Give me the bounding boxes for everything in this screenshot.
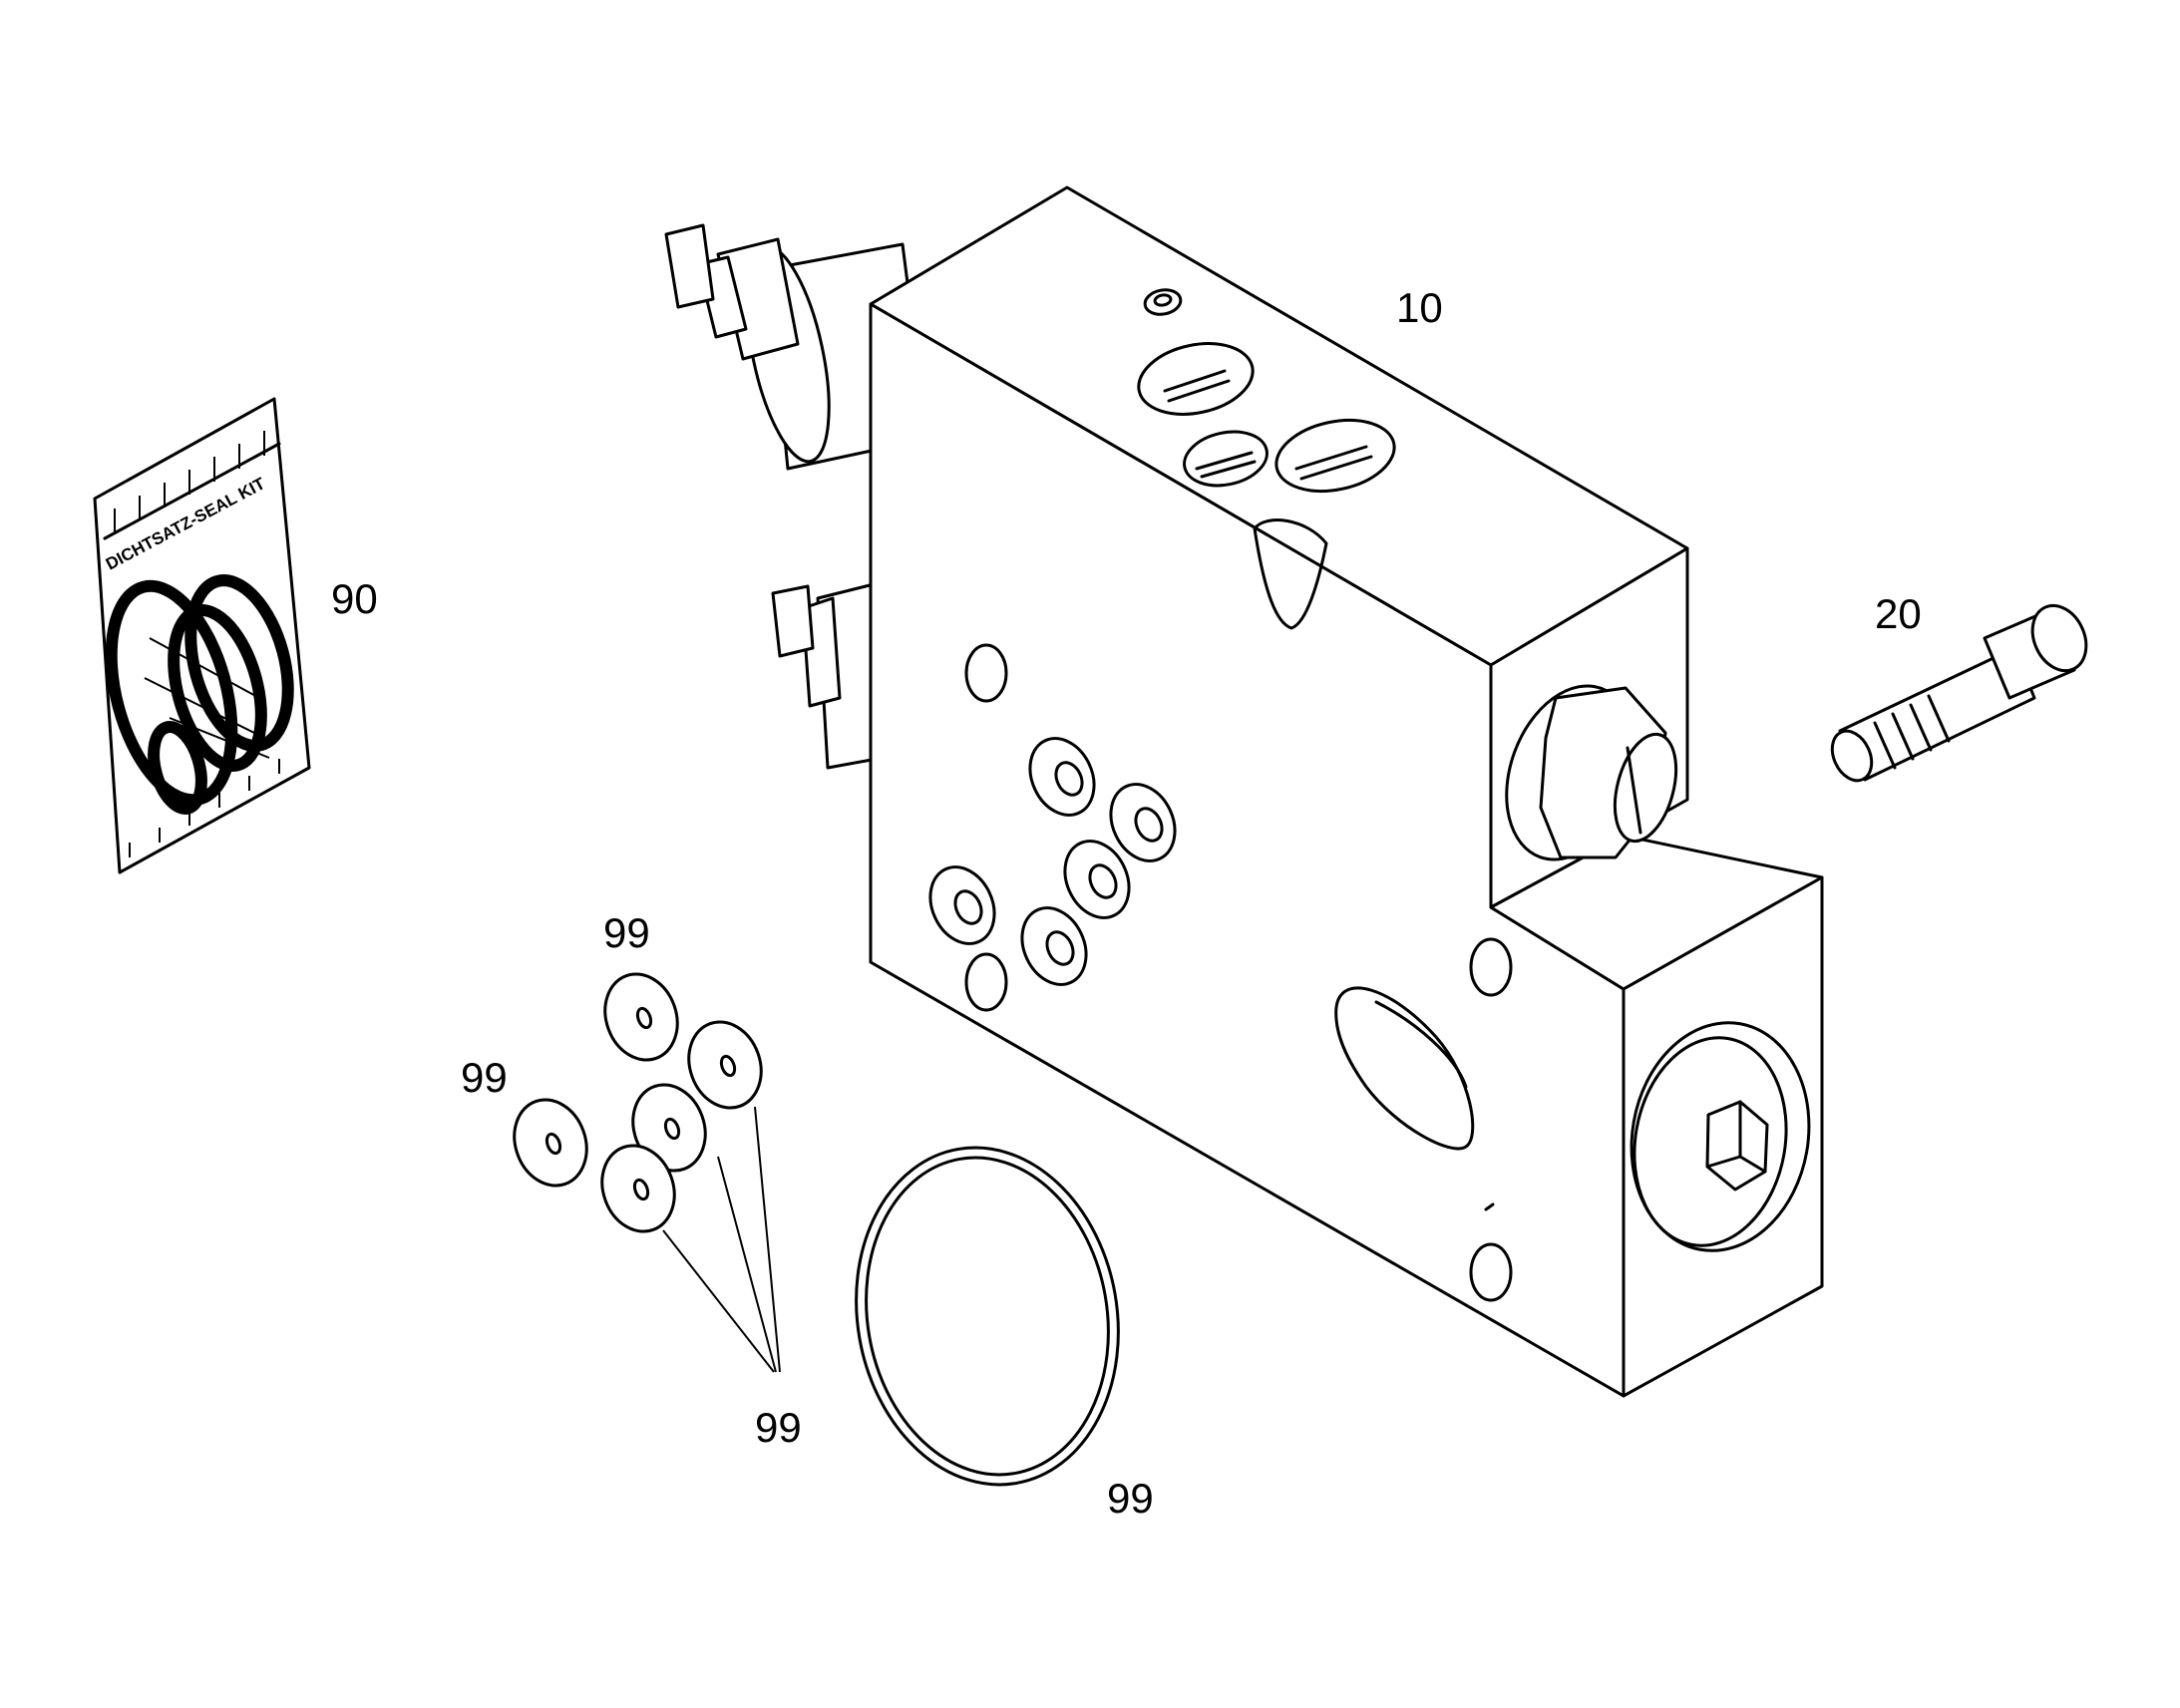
front-ports xyxy=(928,737,1177,986)
large-o-ring xyxy=(855,1146,1120,1487)
end-plug-socket xyxy=(1630,1021,1811,1252)
callout-20: 20 xyxy=(1875,590,1922,637)
seal-kit-bag: DICHTSATZ-SEAL KIT xyxy=(93,397,311,874)
leader-lines xyxy=(662,1106,781,1373)
lower-cartridge-valve xyxy=(771,581,885,770)
small-seal-washers xyxy=(513,972,763,1233)
callout-99-left: 99 xyxy=(461,1054,508,1101)
callout-10: 10 xyxy=(1396,284,1443,331)
side-plug-hex xyxy=(1505,684,1678,861)
valve-manifold-block xyxy=(664,185,1824,1398)
cap-screw xyxy=(1830,603,2088,783)
callout-99-o-ring: 99 xyxy=(1107,1475,1154,1522)
callout-90: 90 xyxy=(331,575,378,622)
callout-99-top: 99 xyxy=(603,909,650,956)
callout-99-group: 99 xyxy=(755,1404,802,1451)
